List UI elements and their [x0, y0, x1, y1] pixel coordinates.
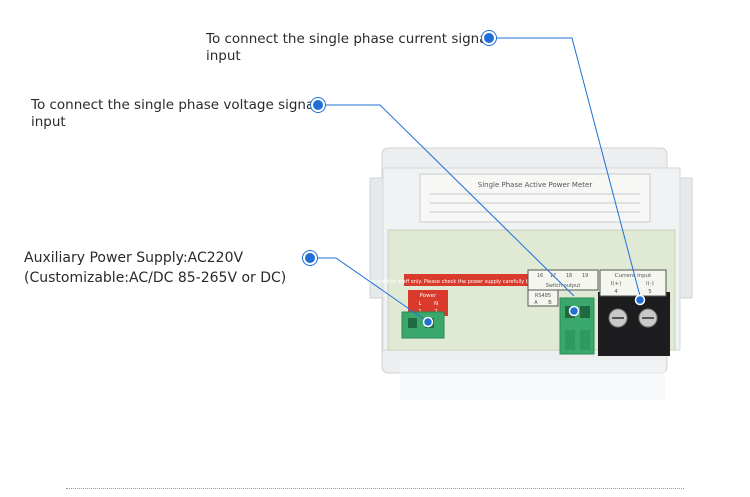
voltage-target-dot [568, 305, 580, 317]
current-5: 5 [648, 289, 652, 295]
current-4: 4 [614, 289, 618, 295]
so-title: Switch output [546, 283, 581, 289]
leader-power [310, 257, 429, 323]
bottom-divider [66, 488, 684, 489]
warning-label [404, 274, 530, 286]
rs485-title: RS485 [535, 293, 551, 299]
reflection [400, 360, 665, 400]
power-n: N [434, 301, 438, 307]
callout-power-dot [305, 253, 315, 263]
leader-current [489, 37, 641, 297]
rs485-a: A [534, 300, 538, 306]
rs485-b: B [548, 300, 552, 306]
current-title: Current Input [615, 273, 652, 279]
current-minus: I(-) [646, 281, 654, 287]
current-terminal-block [598, 292, 670, 356]
power-target-dot [422, 316, 434, 328]
power-title: Power [420, 293, 437, 299]
info-label-title: Single Phase Active Power Meter [478, 181, 593, 189]
current-plus: I(+) [611, 281, 622, 287]
warning-text: Operated by staff only. Please check the… [365, 279, 569, 285]
callout-voltage-input: To connect the single phase voltage sign… [31, 97, 319, 130]
callout-current-input: To connect the single phase current sign… [206, 31, 492, 64]
power-l: L [418, 301, 422, 307]
current-input-label [599, 269, 667, 297]
so-19: 19 [582, 273, 588, 279]
leader-voltage [318, 104, 575, 297]
current-target-dot [634, 294, 646, 306]
switch-output-label [527, 269, 599, 291]
callout-aux-power: Auxiliary Power Supply:AC220V (Customiza… [24, 250, 287, 286]
rs485-label [527, 289, 559, 307]
callout-current-dot [484, 33, 494, 43]
callout-voltage-dot [313, 100, 323, 110]
so-16: 16 [537, 273, 543, 279]
so-18: 18 [566, 273, 572, 279]
